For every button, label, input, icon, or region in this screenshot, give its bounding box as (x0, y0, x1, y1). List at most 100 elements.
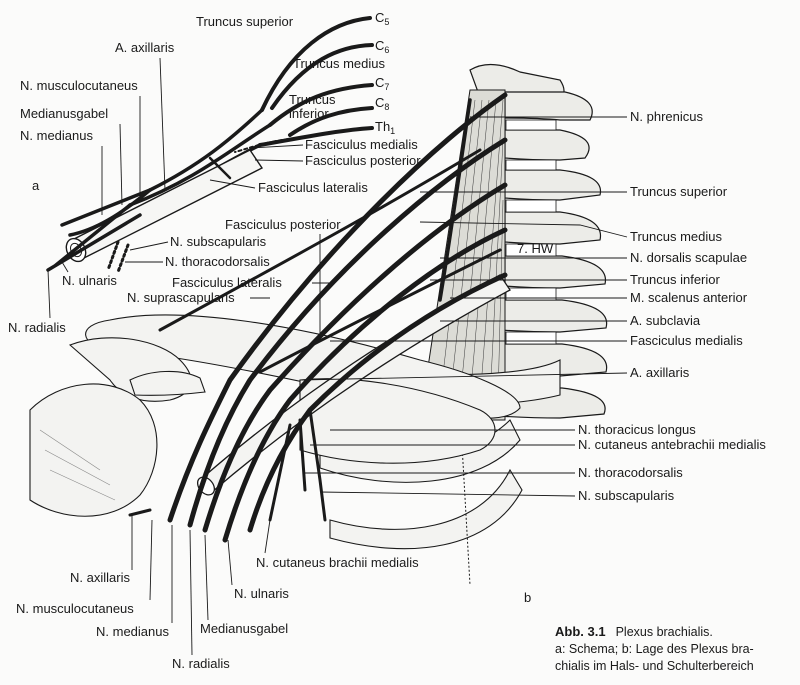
leader-n-ulnaris-a (61, 261, 69, 273)
caption-line-3: chialis im Hals- und Schulterbereich (555, 659, 754, 673)
label-truncus-a: Truncus (289, 92, 336, 107)
scapula-body (299, 378, 496, 464)
n-axillaris-stub (128, 508, 152, 517)
n-medianus-branch (68, 188, 152, 237)
root-th1 (258, 126, 374, 147)
label-n-axillaris-b: N. axillaris (70, 570, 130, 585)
label-n-medianus-a: N. medianus (20, 128, 93, 143)
disc-1 (505, 119, 557, 131)
nerve-b-2 (187, 137, 508, 528)
caption-number: Abb. 3.1 (555, 624, 606, 639)
root-c7 (268, 83, 374, 127)
label-n-musculocutaneus-a: N. musculocutaneus (20, 78, 138, 93)
disc-4 (505, 243, 557, 257)
label-fasciculus-lateralis-a: Fasciculus lateralis (258, 180, 368, 195)
caption-line-2: a: Schema; b: Lage des Plexus bra- (555, 642, 754, 656)
root-c8 (288, 106, 374, 137)
disc-5 (505, 287, 557, 301)
label-truncus-medius-b: Truncus medius (630, 229, 722, 244)
label-n-subscapularis-b: N. subscapularis (578, 488, 675, 503)
n-thoracicus-longus-b (308, 408, 327, 522)
label-n-medianus-b: N. medianus (96, 624, 169, 639)
vertebra-c6 (504, 129, 590, 161)
label-c6: C6 (375, 38, 389, 55)
root-c6 (270, 43, 374, 110)
disc-2 (505, 159, 557, 171)
label-a-axillaris-a: A. axillaris (115, 40, 175, 55)
label-th1: Th1 (375, 119, 395, 136)
cord-posterior (128, 123, 272, 207)
root-c5 (260, 16, 372, 112)
disc-3 (505, 199, 557, 213)
label-n-thoracodorsalis-b: N. thoracodorsalis (578, 465, 683, 480)
label-a-axillaris-b: A. axillaris (630, 365, 690, 380)
label-n-suprascapularis-b: N. suprascapularis (127, 290, 235, 305)
nerve-b-3 (202, 182, 508, 533)
n-musculocutaneus-branch (60, 188, 152, 227)
label-n-ulnaris-a: N. ulnaris (62, 273, 117, 288)
label-fasciculus-medialis-b: Fasciculus medialis (630, 333, 743, 348)
label-n-cutaneus-brachii-medialis-b: N. cutaneus brachii medialis (256, 555, 419, 570)
label-truncus-inferior-b: Truncus inferior (630, 272, 720, 287)
leader-n-musculocutaneus-b (149, 519, 153, 601)
panel-b-anatomy: Fasciculus posterior Fasciculus laterali… (16, 63, 766, 671)
plexus-nerves-b (128, 92, 508, 543)
label-truncus-superior-b: Truncus superior (630, 184, 728, 199)
label-truncus-superior-a: Truncus superior (196, 14, 294, 29)
label-fasciculus-posterior-b: Fasciculus posterior (225, 217, 341, 232)
n-thoracodorsalis-branch (116, 243, 130, 274)
panel-a-schema: Truncus superior C5 C6 A. axillaris Trun… (8, 10, 421, 335)
leader-a-axillaris-b (299, 372, 628, 381)
leader-fasciculus-posterior-a (254, 159, 304, 162)
panel-letter-b: b (524, 590, 531, 605)
label-n-phrenicus-b: N. phrenicus (630, 109, 703, 124)
leader-fasciculus-medialis-a (249, 144, 304, 149)
leader-n-ulnaris-b (227, 539, 233, 586)
label-n-dorsalis-scapulae-b: N. dorsalis scapulae (630, 250, 747, 265)
n-cutaneus-brachii-b (268, 423, 292, 522)
n-thoracodorsalis-b (298, 418, 307, 492)
leader-n-subscapularis-b (319, 491, 576, 497)
label-n-ulnaris-b: N. ulnaris (234, 586, 289, 601)
rib-3 (329, 468, 523, 550)
humeral-head (29, 383, 158, 517)
leader-medianusgabel-b (204, 534, 209, 621)
n-ulnaris-branch (54, 203, 132, 267)
label-7-hw: 7. HW (517, 241, 554, 256)
bone-texture (39, 429, 116, 501)
vertebra-c5 (504, 91, 593, 121)
vertebra-t1 (504, 211, 602, 245)
artery-b (199, 274, 511, 493)
label-n-subscapularis-a: N. subscapularis (170, 234, 267, 249)
leader-n-radialis-b (189, 529, 193, 656)
cord-lateral (148, 108, 264, 192)
label-medianusgabel-b: Medianusgabel (200, 621, 288, 636)
nerve-b-5 (247, 272, 508, 533)
leader-truncus-medius-b (419, 221, 628, 238)
n-radialis-branch (46, 213, 142, 272)
label-inferior-a: inferior (289, 106, 329, 121)
vertebra-c7 (504, 169, 602, 201)
label-m-scalenus-anterior-b: M. scalenus anterior (630, 290, 748, 305)
panel-letter-a: a (32, 178, 40, 193)
label-fasciculus-medialis-a: Fasciculus medialis (305, 137, 418, 152)
label-medianusgabel-a: Medianusgabel (20, 106, 108, 121)
label-c5: C5 (375, 10, 389, 27)
label-n-cutaneus-antebrachii-medialis-b: N. cutaneus antebrachii medialis (578, 437, 766, 452)
label-n-thoracodorsalis-a: N. thoracodorsalis (165, 254, 270, 269)
n-suprascapularis-b (158, 148, 482, 332)
label-n-radialis-a: N. radialis (8, 320, 66, 335)
label-n-thoracicus-longus-b: N. thoracicus longus (578, 422, 696, 437)
label-fasciculus-posterior-a: Fasciculus posterior (305, 153, 421, 168)
label-n-musculocutaneus-b: N. musculocutaneus (16, 601, 134, 616)
leader-fasciculus-lateralis-a (209, 179, 256, 189)
label-truncus-medius-a: Truncus medius (293, 56, 385, 71)
label-a-subclavia-b: A. subclavia (630, 313, 701, 328)
leader-a-axillaris-a (159, 57, 166, 191)
leader-n-cutaneus-brachii-medialis-b (264, 519, 271, 554)
disc-6 (505, 331, 557, 345)
